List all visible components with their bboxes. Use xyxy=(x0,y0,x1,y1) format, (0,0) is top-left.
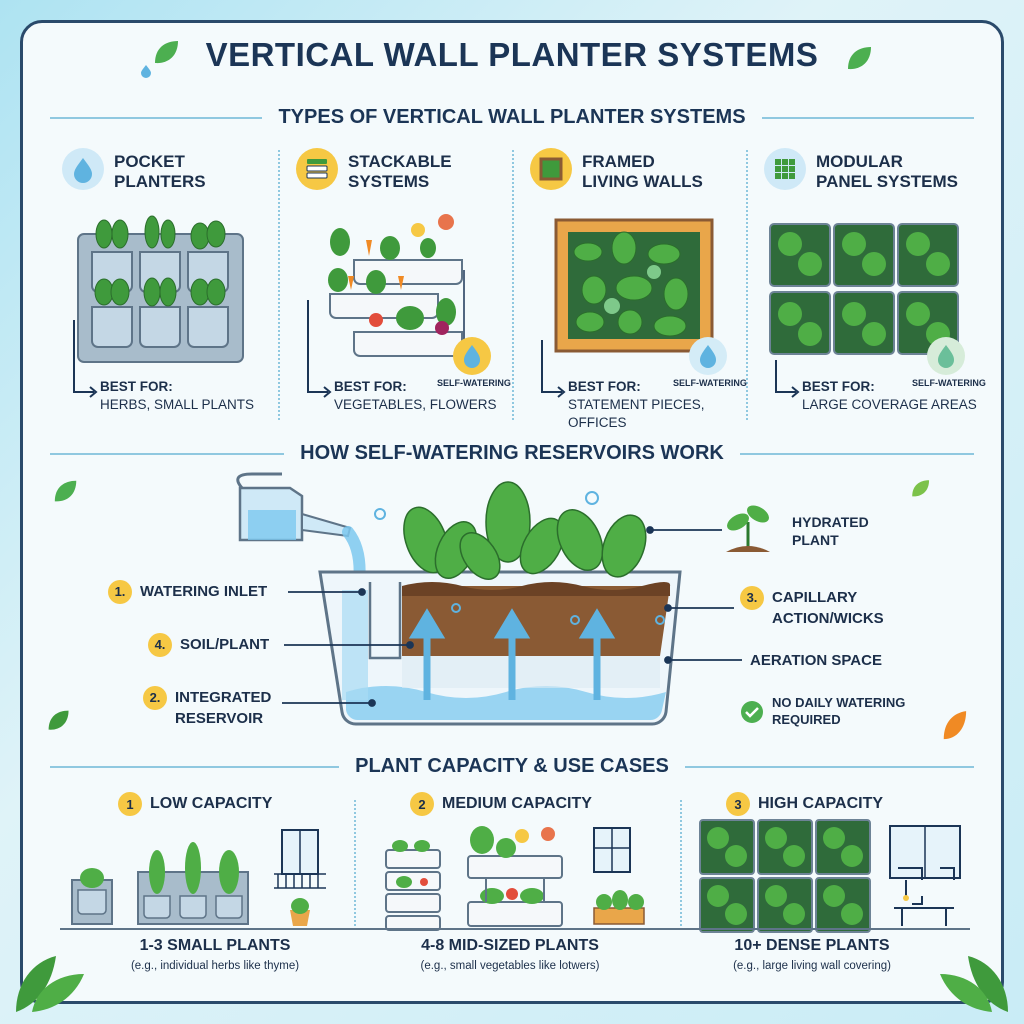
modular-panel-illustration xyxy=(769,223,959,355)
label-aeration-space: AERATION SPACE xyxy=(750,652,882,669)
capacity-medium-example: (e.g., small vegetables like lotwers) xyxy=(420,960,600,972)
reservoir-diagram xyxy=(236,472,682,726)
capacity-low-count: 1-3 SMALL PLANTS xyxy=(139,937,291,954)
best-for-text: BEST FOR: STATEMENT PIECES, OFFICES xyxy=(568,379,705,430)
framed-wall-illustration xyxy=(554,218,714,353)
leaf-icon xyxy=(912,480,930,497)
reservoir-heading: HOW SELF-WATERING RESERVOIRS WORK xyxy=(0,442,1024,465)
low-capacity-illustration xyxy=(71,829,326,926)
column-divider xyxy=(746,150,748,420)
type-name-line: FRAMED xyxy=(582,152,655,171)
type-name-line: PANEL SYSTEMS xyxy=(816,172,959,191)
leaf-icon xyxy=(54,480,77,502)
column-divider xyxy=(512,150,514,420)
stacked-trays-icon xyxy=(296,148,338,190)
type-name-line: MODULAR xyxy=(816,152,903,171)
page-title: VERTICAL WALL PLANTER SYSTEMS xyxy=(205,36,819,73)
pocket-planter-illustration xyxy=(77,215,244,363)
ground-line xyxy=(60,928,970,930)
leaf-icon xyxy=(848,47,871,70)
types-heading: TYPES OF VERTICAL WALL PLANTER SYSTEMS xyxy=(0,106,1024,129)
column-divider xyxy=(680,800,682,930)
arrow-connector xyxy=(307,300,332,398)
leaf-icon xyxy=(48,710,69,730)
column-divider xyxy=(354,800,356,930)
label-watering-inlet: 1.WATERING INLET xyxy=(108,580,267,604)
label-integrated-reservoir: 2.INTEGRATED RESERVOIR xyxy=(143,686,271,728)
type-name-line: STACKABLE xyxy=(348,152,452,171)
water-drop-icon xyxy=(927,337,965,375)
column-divider xyxy=(278,150,280,420)
leaf-icon xyxy=(155,41,178,64)
high-capacity-illustration xyxy=(699,819,961,933)
type-name-line: SYSTEMS xyxy=(348,172,430,191)
best-for-text: BEST FOR: VEGETABLES, FLOWERS xyxy=(334,379,497,412)
arrow-connector xyxy=(73,320,98,398)
label-soil-plant: 4.SOIL/PLANT xyxy=(148,633,269,657)
checkmark-icon xyxy=(741,701,763,723)
frame-icon xyxy=(530,148,572,190)
type-name-line: PLANTERS xyxy=(114,172,206,191)
grid-panel-icon xyxy=(764,148,806,190)
water-drop-icon xyxy=(689,337,727,375)
type-name-line: LIVING WALLS xyxy=(582,172,703,191)
capacity-low-example: (e.g., individual herbs like thyme) xyxy=(130,960,300,972)
sprout-icon xyxy=(726,505,770,552)
watering-can-icon xyxy=(236,472,352,542)
self-watering-badge: SELF-WATERING xyxy=(673,378,747,388)
type-name-line: POCKET xyxy=(114,152,185,171)
corner-leaves-icon xyxy=(16,956,84,1012)
best-for-text: BEST FOR: LARGE COVERAGE AREAS xyxy=(802,379,977,412)
water-drop-icon xyxy=(62,148,104,190)
capacity-high-example: (e.g., large living wall covering) xyxy=(733,960,891,972)
self-watering-badge: SELF-WATERING xyxy=(912,378,986,388)
droplet-icon xyxy=(141,65,151,78)
medium-capacity-illustration xyxy=(385,826,645,931)
capacity-heading: PLANT CAPACITY & USE CASES xyxy=(0,755,1024,778)
stackable-planter-illustration xyxy=(328,214,465,360)
leaf-icon xyxy=(943,711,967,740)
label-capillary-action: 3.CAPILLARY ACTION/WICKS xyxy=(740,586,884,628)
arrow-connector xyxy=(775,360,800,398)
capacity-high-count: 10+ DENSE PLANTS xyxy=(734,937,890,954)
corner-leaves-icon xyxy=(940,956,1008,1012)
best-for-text: BEST FOR: HERBS, SMALL PLANTS xyxy=(100,379,255,412)
capacity-medium-count: 4-8 MID-SIZED PLANTS xyxy=(421,937,599,954)
arrow-connector xyxy=(541,340,566,398)
water-drop-icon xyxy=(453,337,491,375)
self-watering-badge: SELF-WATERING xyxy=(437,378,511,388)
